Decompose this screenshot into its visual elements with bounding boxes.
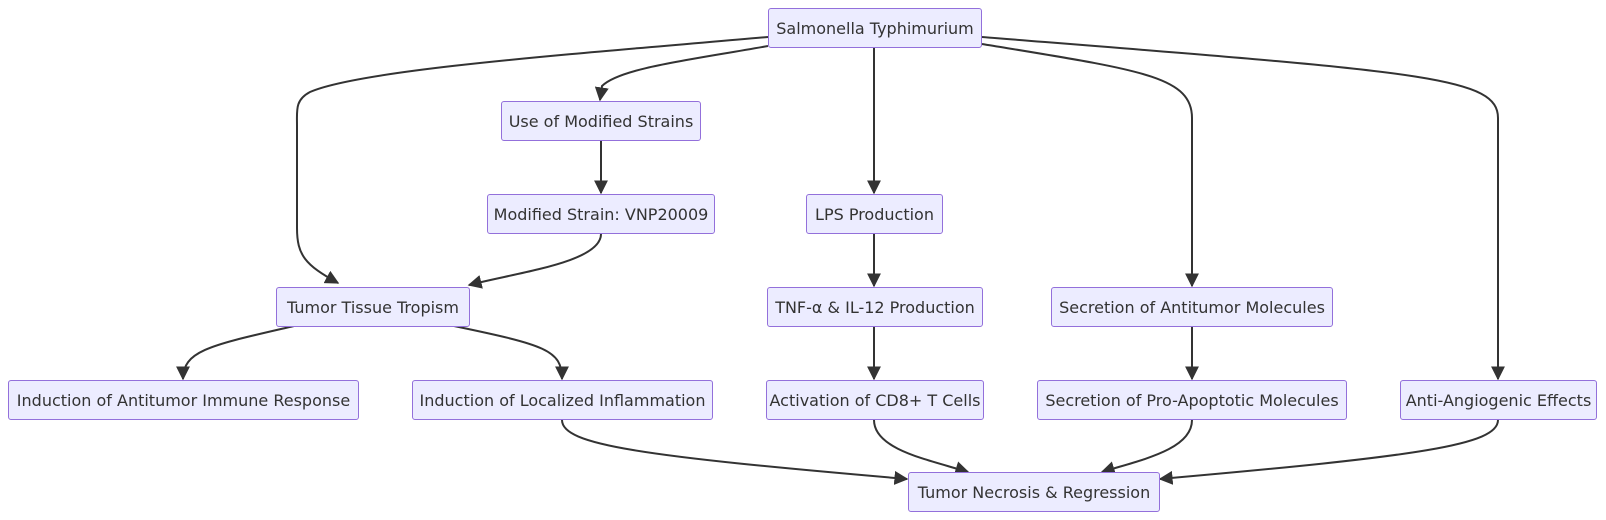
- edge-pro-apoptotic-to-necrosis: [1100, 419, 1193, 475]
- node-tnf-il12-production: TNF-α & IL-12 Production: [767, 287, 983, 327]
- edge-tropism-to-immune-response: [176, 325, 295, 381]
- node-salmonella-typhimurium: Salmonella Typhimurium: [768, 8, 982, 48]
- node-induction-of-antitumor-immune-response: Induction of Antitumor Immune Response: [8, 380, 359, 420]
- node-secretion-of-antitumor-molecules: Secretion of Antitumor Molecules: [1051, 287, 1333, 327]
- node-tumor-necrosis-and-regression: Tumor Necrosis & Regression: [908, 472, 1160, 512]
- edge-cd8-to-necrosis: [873, 419, 970, 475]
- edge-tropism-to-inflammation: [453, 325, 569, 381]
- node-induction-of-localized-inflammation: Induction of Localized Inflammation: [412, 380, 713, 420]
- edge-salmonella-to-modified-strains: [594, 45, 769, 102]
- edge-vnp20009-to-tropism: [467, 233, 602, 289]
- node-secretion-of-pro-apoptotic-molecules: Secretion of Pro-Apoptotic Molecules: [1037, 380, 1347, 420]
- edge-salmonella-to-tropism: [295, 36, 769, 284]
- edge-inflammation-to-necrosis: [561, 419, 909, 485]
- node-anti-angiogenic-effects: Anti-Angiogenic Effects: [1400, 380, 1597, 420]
- edge-angiogenic-to-necrosis: [1158, 419, 1499, 485]
- edge-salmonella-to-angiogenic: [981, 36, 1505, 381]
- node-lps-production: LPS Production: [806, 194, 943, 234]
- node-use-of-modified-strains: Use of Modified Strains: [501, 101, 701, 141]
- node-modified-strain-vnp20009: Modified Strain: VNP20009: [487, 194, 715, 234]
- node-tumor-tissue-tropism: Tumor Tissue Tropism: [276, 287, 470, 327]
- node-activation-of-cd8-t-cells: Activation of CD8+ T Cells: [766, 380, 984, 420]
- edge-salmonella-to-secretion: [981, 43, 1199, 288]
